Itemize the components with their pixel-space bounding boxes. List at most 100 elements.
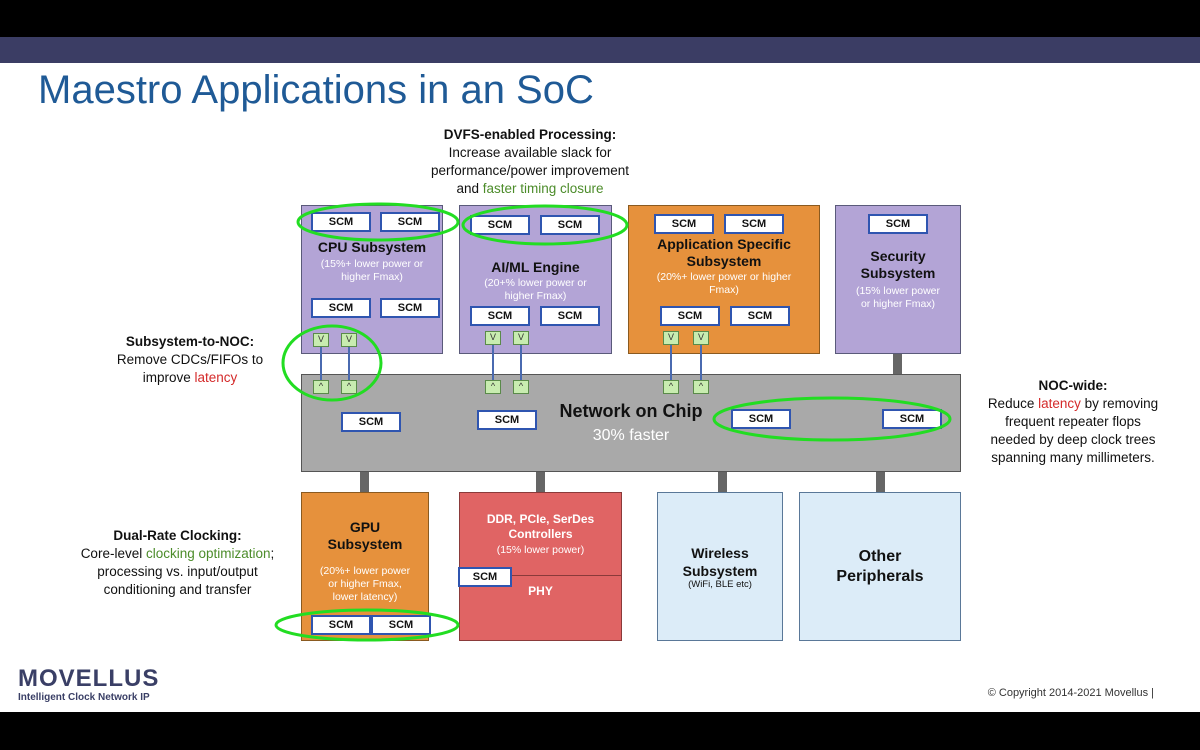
scm-aiml-3: SCM bbox=[470, 306, 530, 326]
note-dvfs-line1: Increase available slack for bbox=[448, 145, 612, 160]
scm-app-1: SCM bbox=[654, 214, 714, 234]
scm-security: SCM bbox=[868, 214, 928, 234]
security-title1: Security bbox=[870, 248, 926, 264]
note-subsystem-to-noc: Subsystem-to-NOC: Remove CDCs/FIFOs to i… bbox=[95, 333, 285, 387]
note-subsys-heading: Subsystem-to-NOC: bbox=[125, 334, 255, 349]
port-noc-in-3: ^ bbox=[485, 380, 501, 394]
scm-cpu-2: SCM bbox=[380, 212, 440, 232]
gpu-sub1: (20%+ lower power bbox=[319, 565, 411, 577]
scm-cpu-3: SCM bbox=[311, 298, 371, 318]
port-aiml-out-1: V bbox=[485, 331, 501, 345]
note-dvfs: DVFS-enabled Processing: Increase availa… bbox=[400, 126, 660, 198]
port-app-out-2: V bbox=[693, 331, 709, 345]
note-dual-line2: processing vs. input/output bbox=[97, 564, 258, 579]
scm-ddr: SCM bbox=[458, 567, 512, 587]
note-noc-heading: NOC-wide: bbox=[1038, 378, 1108, 393]
other-title: Other Peripherals bbox=[799, 547, 961, 587]
security-title2: Subsystem bbox=[860, 265, 936, 281]
note-noc-line1b: latency bbox=[1038, 396, 1081, 411]
note-dual-line3: conditioning and transfer bbox=[103, 582, 252, 597]
gpu-title1: GPU bbox=[349, 519, 381, 535]
movellus-tagline: Intelligent Clock Network IP bbox=[18, 692, 150, 703]
app-title1: Application Specific bbox=[657, 236, 791, 252]
cpu-sub2: higher Fmax) bbox=[341, 271, 403, 283]
phy-label: PHY bbox=[528, 584, 553, 598]
scm-gpu-1: SCM bbox=[311, 615, 371, 635]
slide: Maestro Applications in an SoC DVFS-enab… bbox=[0, 37, 1200, 712]
note-subsys-line2b: latency bbox=[194, 370, 238, 385]
wireless-subsystem-block bbox=[657, 492, 783, 641]
app-sub1: (20%+ lower power or higher bbox=[656, 271, 792, 283]
note-subsys-line2a: improve bbox=[142, 370, 195, 385]
wireless-sub: (WiFi, BLE etc) bbox=[688, 579, 752, 590]
app-sub2: Fmax) bbox=[709, 284, 739, 296]
ddr-pcie-serdes-block bbox=[459, 492, 622, 641]
noc-sub: 30% faster bbox=[592, 427, 670, 444]
scm-aiml-1: SCM bbox=[470, 215, 530, 235]
ddr-divider bbox=[460, 575, 621, 576]
port-cpu-out-2: V bbox=[341, 333, 357, 347]
cpu-sub1: (15%+ lower power or bbox=[320, 258, 424, 270]
scm-noc-1: SCM bbox=[341, 412, 401, 432]
ddr-sub: (15% lower power) bbox=[496, 544, 585, 556]
gpu-sub: (20%+ lower power or higher Fmax, lower … bbox=[301, 565, 429, 604]
note-noc-line4: spanning many millimeters. bbox=[991, 450, 1155, 465]
port-cpu-out-1: V bbox=[313, 333, 329, 347]
security-title: Security Subsystem bbox=[835, 248, 961, 282]
note-noc-line3: needed by deep clock trees bbox=[990, 432, 1156, 447]
note-noc-line1c: by removing bbox=[1080, 396, 1159, 411]
scm-aiml-4: SCM bbox=[540, 306, 600, 326]
link-aiml-2 bbox=[520, 343, 522, 387]
wireless-title2: Subsystem bbox=[682, 563, 758, 579]
connector-security-noc bbox=[893, 354, 902, 374]
note-dual-heading: Dual-Rate Clocking: bbox=[113, 528, 242, 543]
connector-noc-other bbox=[876, 472, 885, 492]
port-app-out-1: V bbox=[663, 331, 679, 345]
link-app-1 bbox=[670, 343, 672, 387]
movellus-logo: MOVELLUS bbox=[18, 665, 160, 692]
slide-title: Maestro Applications in an SoC bbox=[38, 68, 594, 112]
gpu-sub2: or higher Fmax, bbox=[328, 578, 402, 590]
cpu-sub: (15%+ lower power or higher Fmax) bbox=[301, 258, 443, 284]
scm-gpu-2: SCM bbox=[371, 615, 431, 635]
wireless-title: Wireless Subsystem bbox=[657, 544, 783, 580]
note-dual-line1c: ; bbox=[270, 546, 275, 561]
security-sub: (15% lower power or higher Fmax) bbox=[835, 285, 961, 311]
scm-noc-2: SCM bbox=[477, 410, 537, 430]
note-noc-line1a: Reduce bbox=[987, 396, 1039, 411]
cpu-title: CPU Subsystem bbox=[317, 239, 427, 255]
note-dvfs-heading: DVFS-enabled Processing: bbox=[443, 127, 617, 142]
other-title2: Peripherals bbox=[836, 568, 924, 585]
gpu-sub3: lower latency) bbox=[332, 591, 398, 603]
aiml-sub1: (20+% lower power or bbox=[484, 277, 587, 289]
link-app-2 bbox=[700, 343, 702, 387]
aiml-sub2: higher Fmax) bbox=[504, 290, 567, 302]
scm-noc-3: SCM bbox=[731, 409, 791, 429]
note-noc-line2: frequent repeater flops bbox=[1005, 414, 1141, 429]
ddr-title2: Controllers bbox=[508, 527, 573, 541]
copyright-text: © Copyright 2014-2021 Movellus | bbox=[987, 687, 1154, 699]
other-title1: Other bbox=[858, 548, 902, 565]
app-title2: Subsystem bbox=[686, 253, 762, 269]
scm-app-3: SCM bbox=[660, 306, 720, 326]
ddr-title: DDR, PCIe, SerDes Controllers bbox=[459, 512, 622, 542]
port-noc-in-1: ^ bbox=[313, 380, 329, 394]
security-sub2: or higher Fmax) bbox=[860, 298, 936, 310]
aiml-title: AI/ML Engine bbox=[491, 259, 580, 275]
gpu-title2: Subsystem bbox=[327, 536, 403, 552]
scm-cpu-4: SCM bbox=[380, 298, 440, 318]
scm-aiml-2: SCM bbox=[540, 215, 600, 235]
port-noc-in-4: ^ bbox=[513, 380, 529, 394]
scm-noc-4: SCM bbox=[882, 409, 942, 429]
note-dvfs-line3a: and bbox=[456, 181, 483, 196]
aiml-sub: (20+% lower power or higher Fmax) bbox=[459, 277, 612, 303]
connector-noc-wireless bbox=[718, 472, 727, 492]
scm-cpu-1: SCM bbox=[311, 212, 371, 232]
port-noc-in-5: ^ bbox=[663, 380, 679, 394]
port-noc-in-6: ^ bbox=[693, 380, 709, 394]
note-dvfs-line2: performance/power improvement bbox=[430, 163, 630, 178]
note-subsys-line1: Remove CDCs/FIFOs to bbox=[116, 352, 264, 367]
note-dvfs-line3b: faster timing closure bbox=[482, 181, 604, 196]
note-noc-wide: NOC-wide: Reduce latency by removing fre… bbox=[968, 377, 1178, 467]
port-aiml-out-2: V bbox=[513, 331, 529, 345]
